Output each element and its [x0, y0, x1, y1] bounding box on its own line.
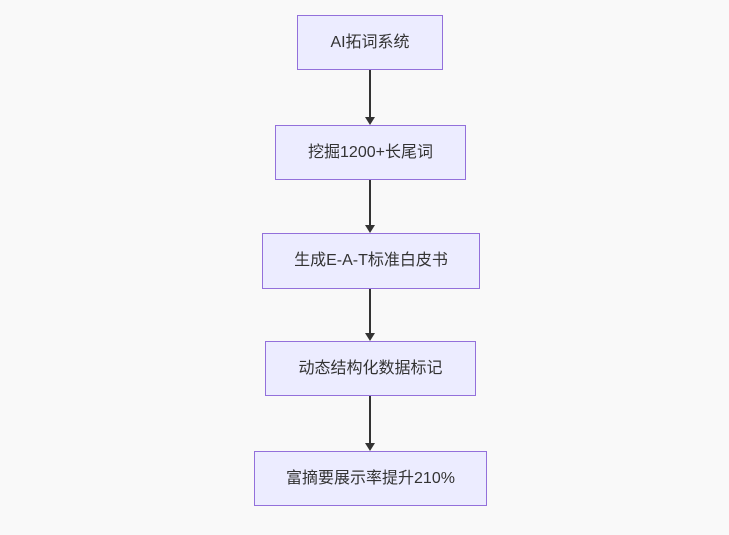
flow-node-rich-snippet-rate-increase: 富摘要展示率提升210% [254, 451, 487, 506]
flow-node-label: 生成E-A-T标准白皮书 [294, 252, 448, 270]
arrowhead-down-icon [365, 117, 375, 125]
flow-node-mine-longtail-keywords: 挖掘1200+长尾词 [275, 125, 466, 180]
edge-line-4 [369, 396, 371, 444]
arrowhead-down-icon [365, 225, 375, 233]
edge-line-1 [369, 70, 371, 118]
flow-node-label: AI拓词系统 [330, 33, 410, 51]
edge-line-2 [369, 180, 371, 226]
flow-node-ai-word-expansion-system: AI拓词系统 [297, 15, 443, 70]
flow-node-label: 富摘要展示率提升210% [286, 469, 455, 487]
flow-node-label: 挖掘1200+长尾词 [308, 143, 433, 161]
arrowhead-down-icon [365, 333, 375, 341]
flow-node-dynamic-structured-data-markup: 动态结构化数据标记 [265, 341, 476, 396]
arrowhead-down-icon [365, 443, 375, 451]
flow-node-generate-eat-whitepaper: 生成E-A-T标准白皮书 [262, 233, 480, 289]
flow-node-label: 动态结构化数据标记 [298, 359, 443, 377]
edge-line-3 [369, 289, 371, 334]
